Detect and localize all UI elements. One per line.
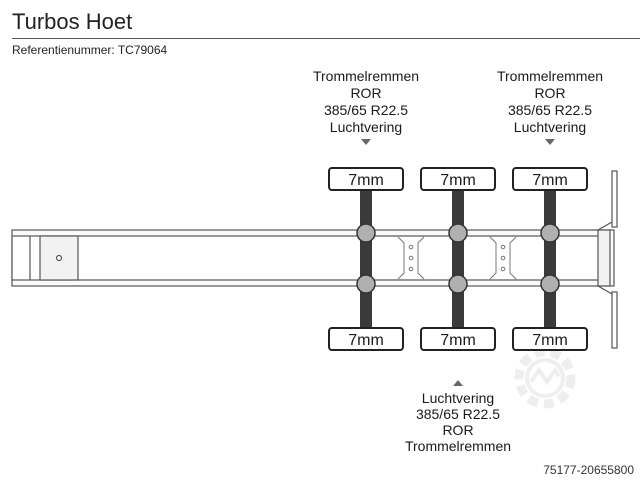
top-spec-line: Luchtvering [330, 119, 402, 135]
top-tire [420, 167, 496, 191]
bottom-spec-line: 385/65 R22.5 [416, 406, 500, 422]
top-spec-line: ROR [350, 85, 381, 101]
frame-inner [11, 235, 609, 281]
top-tire-label: 7mm [348, 172, 384, 189]
reference-number: Referentienummer: TC79064 [12, 43, 168, 57]
top-spec-line: Luchtvering [514, 119, 586, 135]
down-arrow-icon [545, 139, 555, 145]
bottom-tire [420, 327, 496, 351]
axle-bar [360, 190, 372, 328]
top-tire-label: 7mm [532, 172, 568, 189]
top-spec-line: Trommelremmen [313, 68, 419, 84]
top-spec-line: ROR [534, 85, 565, 101]
top-tire [328, 167, 404, 191]
down-arrow-icon [361, 139, 371, 145]
bottom-tire-label: 7mm [532, 332, 568, 349]
top-spec-line: 385/65 R22.5 [324, 102, 408, 118]
up-arrow-icon [453, 380, 463, 386]
kingpin [55, 254, 63, 262]
title-divider [12, 38, 640, 39]
wheel-hub [540, 223, 560, 243]
axle-bar [452, 190, 464, 328]
wheel-hub [448, 274, 468, 294]
gear-watermark-icon [514, 347, 576, 409]
bottom-tire-label: 7mm [440, 332, 476, 349]
wheel-hub [540, 274, 560, 294]
bottom-tire-label: 7mm [348, 332, 384, 349]
bottom-spec-line: Trommelremmen [405, 438, 511, 454]
top-spec-line: 385/65 R22.5 [508, 102, 592, 118]
bottom-spec-line: ROR [442, 422, 473, 438]
wheel-hub [356, 274, 376, 294]
trailer-frame [11, 170, 618, 349]
top-spec-line: Trommelremmen [497, 68, 603, 84]
page-title: Turbos Hoet [12, 9, 133, 34]
listing-id: 75177-20655800 [543, 463, 634, 477]
axle-bar [544, 190, 556, 328]
rear-light-top [611, 170, 618, 228]
top-tire-label: 7mm [440, 172, 476, 189]
wheel-hub [448, 223, 468, 243]
wheel-hub [356, 223, 376, 243]
bottom-spec-line: Luchtvering [422, 390, 494, 406]
top-tire [512, 167, 588, 191]
cross-members [397, 236, 517, 280]
rear-light-bottom [611, 291, 618, 349]
rear-bumper [597, 229, 611, 287]
bottom-tire [512, 327, 588, 351]
bottom-tire [328, 327, 404, 351]
